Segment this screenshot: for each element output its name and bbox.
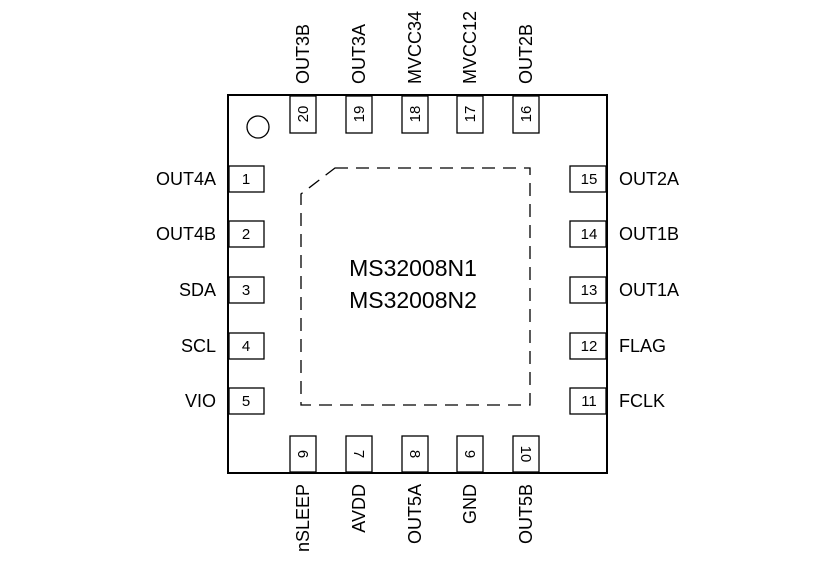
pin-pad — [401, 435, 429, 473]
pin-pad — [289, 95, 317, 134]
pin-17: 17 MVCC12 — [456, 11, 484, 134]
pin-number: 20 — [295, 106, 312, 123]
pin-number: 19 — [351, 106, 368, 123]
pin1-marker — [246, 115, 270, 139]
pin-label: OUT5B — [516, 484, 536, 544]
pin-14: 14 OUT1B — [569, 220, 679, 248]
pin-number: 3 — [242, 282, 250, 299]
pin-label: OUT4B — [156, 224, 216, 244]
pin-label: OUT3B — [293, 24, 313, 84]
pin-label: FCLK — [619, 391, 665, 411]
pin-pad — [401, 95, 429, 134]
pin-11: 11 FCLK — [569, 387, 665, 415]
pin-label: nSLEEP — [293, 484, 313, 552]
pin-number: 10 — [517, 446, 534, 463]
pin-4: 4 SCL — [181, 332, 265, 360]
part-number-2: MS32008N2 — [349, 287, 477, 313]
pin-label: OUT2B — [516, 24, 536, 84]
pin-6: 6 nSLEEP — [289, 435, 317, 552]
pin-label: SCL — [181, 336, 216, 356]
pin-number: 12 — [581, 338, 598, 355]
pin-3: 3 SDA — [179, 276, 265, 304]
pin-label: OUT2A — [619, 169, 679, 189]
pin-20: 20 OUT3B — [289, 24, 317, 134]
pin-pad — [228, 387, 265, 415]
pin-number: 16 — [518, 106, 535, 123]
pin-label: OUT3A — [349, 24, 369, 84]
pin-15: 15 OUT2A — [569, 165, 679, 193]
pin-number: 9 — [461, 450, 478, 458]
pin-pad — [569, 387, 607, 415]
pin-number: 8 — [406, 450, 423, 458]
pin-number: 17 — [462, 106, 479, 123]
pin-number: 1 — [242, 171, 250, 188]
pin-pad — [228, 332, 265, 360]
pin-label: OUT1A — [619, 280, 679, 300]
pin-number: 14 — [581, 226, 598, 243]
pin-pad — [512, 95, 540, 134]
pin-label: VIO — [185, 391, 216, 411]
pin-pad — [456, 95, 484, 134]
pin-5: 5 VIO — [185, 387, 265, 415]
pin-number: 18 — [407, 106, 424, 123]
pin-number: 5 — [242, 393, 250, 410]
pin-12: 12 FLAG — [569, 332, 666, 360]
pin-pad — [569, 332, 607, 360]
pin-pad — [569, 276, 607, 304]
pin-label: SDA — [179, 280, 216, 300]
pin-18: 18 MVCC34 — [401, 11, 429, 134]
pin-label: FLAG — [619, 336, 666, 356]
pin-number: 6 — [294, 450, 311, 458]
pin-number: 13 — [581, 282, 598, 299]
pin-label: MVCC12 — [460, 11, 480, 84]
pin-number: 11 — [581, 393, 597, 410]
pin-pad — [569, 165, 607, 193]
pin-label: MVCC34 — [405, 11, 425, 84]
pin-label: OUT1B — [619, 224, 679, 244]
pin-label: OUT4A — [156, 169, 216, 189]
pin-pad — [456, 435, 484, 473]
pin-pad — [345, 435, 373, 473]
pin-pad — [228, 220, 265, 248]
pin-pad — [228, 276, 265, 304]
pin-2: 2 OUT4B — [156, 220, 265, 248]
pin-pad — [569, 220, 607, 248]
pin-13: 13 OUT1A — [569, 276, 679, 304]
pin-number: 2 — [242, 226, 250, 243]
pin-label: OUT5A — [405, 484, 425, 544]
exposed-pad — [300, 167, 531, 406]
pin-label: GND — [460, 484, 480, 524]
pin-16: 16 OUT2B — [512, 24, 540, 134]
pin-pad — [289, 435, 317, 473]
pin-label: AVDD — [349, 484, 369, 533]
pin-number: 4 — [242, 338, 250, 355]
package-outline — [227, 94, 608, 474]
pin-number: 7 — [350, 450, 367, 458]
pin-number: 15 — [581, 171, 598, 188]
pin-19: 19 OUT3A — [345, 24, 373, 134]
pin-1: 1 OUT4A — [156, 165, 265, 193]
pin-pad — [345, 95, 373, 134]
pin-pad — [228, 165, 265, 193]
pin-pad — [512, 435, 540, 473]
part-number-1: MS32008N1 — [349, 255, 477, 281]
